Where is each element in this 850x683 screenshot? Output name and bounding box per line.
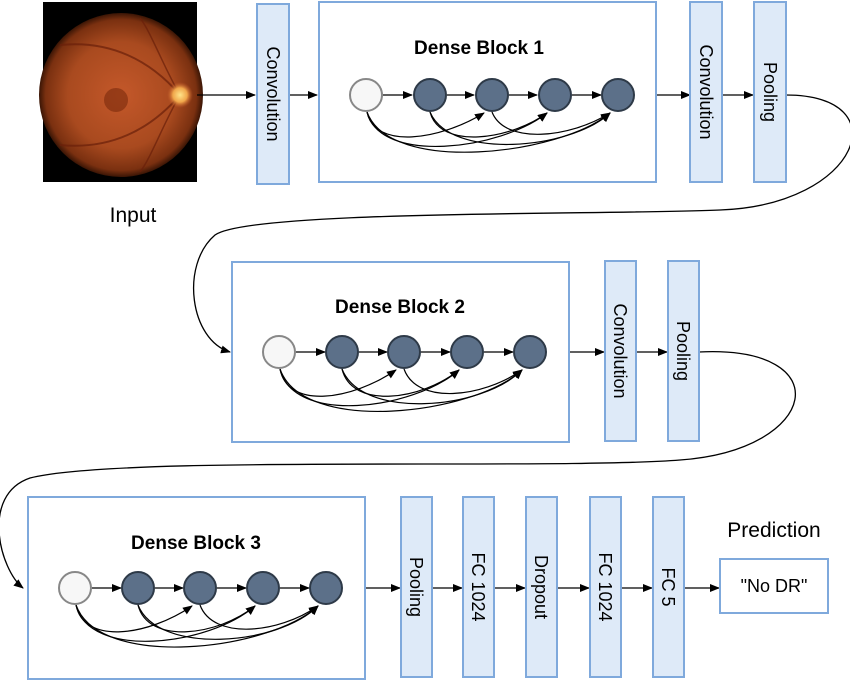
dense-node bbox=[475, 78, 509, 112]
layer-label: FC 1024 bbox=[595, 552, 615, 621]
fundus-image bbox=[39, 2, 203, 182]
dense-block-title: Dense Block 2 bbox=[335, 297, 465, 318]
layer-convolution-1: Convolution bbox=[256, 3, 290, 185]
prediction-label: Prediction bbox=[727, 519, 820, 542]
dense-node bbox=[601, 78, 635, 112]
dense-block-3: Dense Block 3 bbox=[27, 496, 366, 680]
layer-label: Convolution bbox=[696, 44, 716, 139]
layer-convolution-2: Convolution bbox=[689, 1, 723, 183]
layer-label: Convolution bbox=[263, 46, 283, 141]
dense-node bbox=[183, 571, 217, 605]
layer-fc-1024-1: FC 1024 bbox=[462, 496, 495, 678]
dense-input-node bbox=[58, 571, 92, 605]
layer-pooling-3: Pooling bbox=[400, 496, 433, 678]
layer-dropout: Dropout bbox=[525, 496, 558, 678]
dense-node bbox=[513, 335, 547, 369]
layer-label: Convolution bbox=[610, 303, 630, 398]
dense-block-title: Dense Block 3 bbox=[131, 533, 261, 554]
dense-node bbox=[121, 571, 155, 605]
dense-node bbox=[246, 571, 280, 605]
layer-label: Pooling bbox=[406, 557, 426, 617]
layer-fc-1024-2: FC 1024 bbox=[589, 496, 622, 678]
dense-block-2: Dense Block 2 bbox=[231, 261, 570, 443]
dense-node bbox=[387, 335, 421, 369]
layer-fc-5: FC 5 bbox=[652, 496, 685, 678]
layer-label: Pooling bbox=[760, 62, 780, 122]
layer-label: FC 5 bbox=[658, 567, 678, 606]
layer-label: Dropout bbox=[531, 555, 551, 619]
dense-block-1: Dense Block 1 bbox=[318, 1, 657, 183]
layer-convolution-3: Convolution bbox=[604, 260, 637, 442]
dense-block-title: Dense Block 1 bbox=[414, 38, 544, 59]
dense-node bbox=[309, 571, 343, 605]
dense-input-node bbox=[349, 78, 383, 112]
input-label: Input bbox=[110, 204, 157, 227]
dense-node bbox=[325, 335, 359, 369]
layer-label: Pooling bbox=[673, 321, 693, 381]
prediction-value: "No DR" bbox=[741, 576, 808, 596]
connectors bbox=[0, 91, 850, 592]
dense-node bbox=[413, 78, 447, 112]
layer-pooling-1: Pooling bbox=[753, 1, 787, 183]
layer-label: FC 1024 bbox=[468, 552, 488, 621]
dense-node bbox=[450, 335, 484, 369]
prediction-output-box: "No DR" bbox=[719, 558, 829, 614]
dense-node bbox=[538, 78, 572, 112]
dense-input-node bbox=[262, 335, 296, 369]
layer-pooling-2: Pooling bbox=[667, 260, 700, 442]
